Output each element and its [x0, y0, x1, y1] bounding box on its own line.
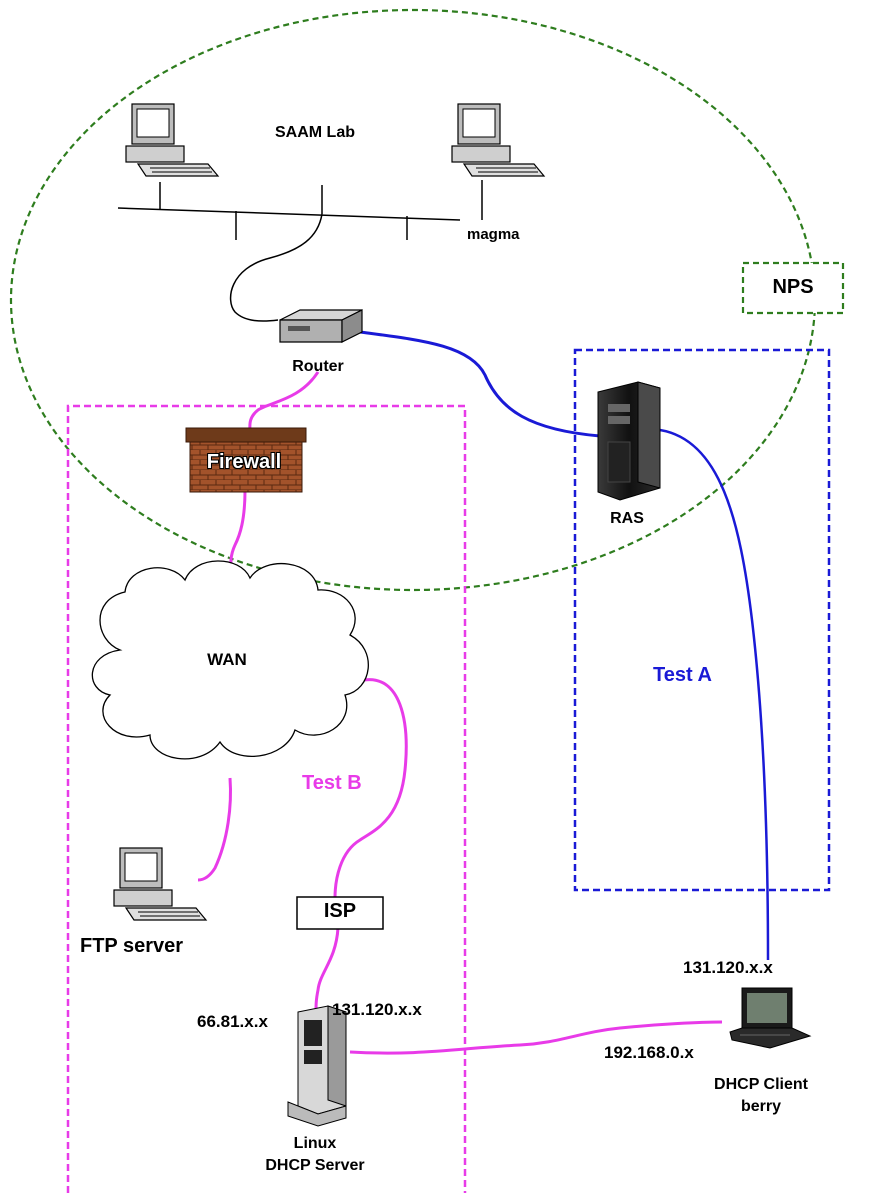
- router-to-firewall-cable: [248, 371, 320, 433]
- workstation-icon: [113, 847, 208, 921]
- client-ip-lan-label: 192.168.0.x: [604, 1043, 694, 1062]
- workstation-icon: [451, 103, 546, 177]
- client-name-line2: berry: [740, 1098, 782, 1115]
- lan-to-router-cable: [229, 213, 323, 322]
- firewall-label: Firewall: [206, 451, 282, 473]
- nps-label: NPS: [772, 276, 814, 298]
- test-b-label: Test B: [302, 772, 362, 794]
- cloud-icon: [91, 560, 369, 760]
- isp-box: [296, 896, 384, 930]
- workstation-icon: [125, 103, 220, 177]
- ras-to-client-cable: [659, 428, 770, 961]
- wan-to-isp-cable: [333, 678, 408, 899]
- nps-boundary: [9, 8, 817, 592]
- linux-ip-right-label: 131.120.x.x: [332, 1000, 422, 1019]
- test-a-label: Test A: [653, 664, 712, 686]
- linux-name-line2: DHCP Server: [265, 1157, 365, 1174]
- wan-to-ftp-cable: [197, 777, 232, 882]
- lan-bus: [117, 180, 483, 240]
- client-ip-top-label: 131.120.x.x: [683, 958, 773, 977]
- linux-name-line1: Linux: [293, 1135, 337, 1152]
- router-to-ras-cable: [359, 330, 601, 438]
- test-a-region: [573, 348, 831, 892]
- isp-to-linux-cable: [314, 927, 340, 1013]
- client-name-line1: DHCP Client: [714, 1076, 808, 1093]
- magma-label: magma: [467, 226, 520, 243]
- wan-label: WAN: [207, 650, 247, 669]
- saam-lab-label: SAAM Lab: [275, 124, 355, 141]
- server-tower-icon: [287, 1005, 347, 1127]
- firewall-icon: [185, 427, 307, 493]
- router-label: Router: [292, 358, 344, 375]
- router-icon: [279, 309, 363, 343]
- laptop-icon: [729, 987, 812, 1049]
- server-tower-icon: [597, 381, 661, 501]
- ftp-server-label: FTP server: [80, 935, 184, 957]
- linux-ip-left-label: 66.81.x.x: [197, 1012, 268, 1031]
- linux-to-client-cable: [349, 1020, 723, 1055]
- ras-label: RAS: [610, 510, 644, 527]
- test-b-region: [66, 404, 467, 1193]
- nps-label-box: [741, 261, 845, 315]
- isp-label: ISP: [323, 900, 357, 922]
